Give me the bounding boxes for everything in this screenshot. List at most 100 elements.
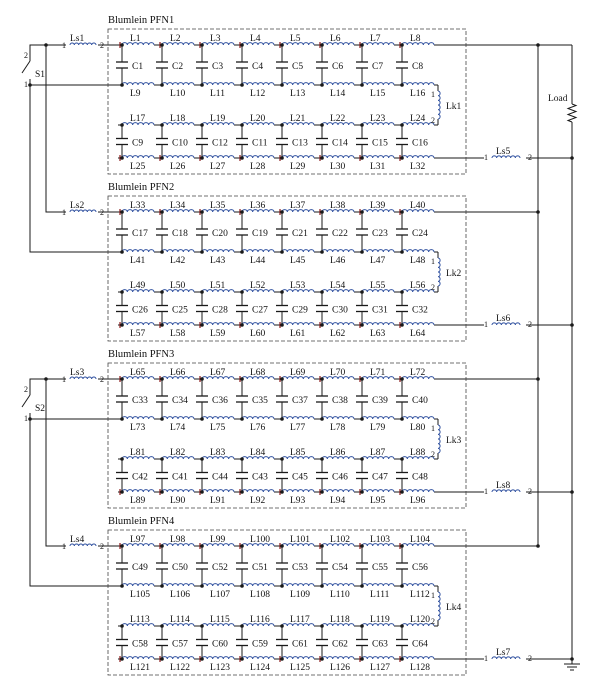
top-row-label: L40: [410, 201, 426, 211]
mid-row-label: L105: [130, 590, 150, 600]
capacitor-label: C47: [372, 473, 388, 483]
top-row-label: L5: [290, 34, 301, 44]
junction-dot: [280, 377, 284, 381]
mid-row-inductor: [241, 416, 275, 420]
lower-top-row-inductor: [401, 456, 435, 460]
switch-wire: [29, 85, 118, 253]
lower-top-row-label: L117: [290, 615, 310, 625]
junction-dot: [200, 290, 204, 294]
lower-top-row-label: L82: [170, 448, 186, 458]
top-row-inductor: [361, 376, 395, 380]
switch-label: S2: [35, 404, 45, 414]
top-row-inductor: [281, 209, 315, 213]
top-row-inductor: [281, 543, 315, 547]
pin-label: 2: [100, 41, 104, 50]
junction-dot: [400, 250, 404, 254]
junction-dot: [240, 156, 244, 160]
mid-row-label: L10: [170, 89, 186, 99]
output-inductor: [491, 322, 521, 326]
junction-dot: [120, 417, 124, 421]
switch-label: S1: [35, 70, 45, 80]
top-row-label: L4: [250, 34, 261, 44]
top-row-inductor: [121, 376, 155, 380]
mid-row-inductor: [401, 583, 435, 587]
capacitor-label: C45: [292, 473, 308, 483]
junction-dot: [240, 457, 244, 461]
lower-top-row-inductor: [321, 289, 355, 293]
capacitor-label: C6: [332, 62, 343, 72]
switch-pin-label: 2: [24, 51, 28, 60]
mid-row-inductor: [361, 249, 395, 253]
bottom-row-inductor: [281, 656, 315, 660]
junction-dot: [200, 377, 204, 381]
pin-label: 1: [484, 153, 488, 162]
bottom-row-label: L96: [410, 496, 426, 506]
pin-label: 2: [431, 617, 435, 626]
junction-dot: [400, 624, 404, 628]
mid-row-label: L9: [130, 89, 141, 99]
switch-blade: [21, 60, 31, 74]
junction-dot: [280, 83, 284, 87]
mid-row-inductor: [201, 416, 235, 420]
capacitor-label: C9: [132, 139, 143, 149]
top-row-label: L1: [130, 34, 141, 44]
lower-top-row-label: L51: [210, 281, 226, 291]
top-row-inductor: [361, 543, 395, 547]
bottom-row-label: L126: [330, 663, 350, 673]
bottom-row-label: L30: [330, 162, 346, 172]
bottom-row-inductor: [321, 322, 355, 326]
junction-dot: [160, 584, 164, 588]
switch-pin-label: 2: [24, 385, 28, 394]
top-row-inductor: [361, 209, 395, 213]
output-inductor-label: Ls6: [496, 314, 511, 324]
lower-top-row-inductor: [401, 122, 435, 126]
capacitor-label: C24: [412, 229, 428, 239]
bottom-row-inductor: [121, 322, 155, 326]
junction-dot: [240, 490, 244, 494]
junction-dot: [320, 417, 324, 421]
bottom-row-inductor: [401, 155, 435, 159]
junction-dot: [320, 43, 324, 47]
top-row-label: L33: [130, 201, 146, 211]
junction-dot: [360, 323, 364, 327]
junction-dot: [536, 544, 540, 548]
junction-dot: [570, 490, 574, 494]
capacitor-label: C16: [412, 139, 428, 149]
junction-dot: [120, 584, 124, 588]
junction-dot: [240, 584, 244, 588]
capacitor-label: C43: [252, 473, 268, 483]
junction-dot: [240, 323, 244, 327]
junction-dot: [160, 624, 164, 628]
junction-dot: [360, 417, 364, 421]
junction-dot: [200, 544, 204, 548]
mid-row-inductor: [401, 249, 435, 253]
pin-label: 1: [62, 375, 66, 384]
junction-dot: [120, 457, 124, 461]
bottom-row-inductor: [401, 656, 435, 660]
junction-dot: [200, 457, 204, 461]
mid-row-label: L13: [290, 89, 306, 99]
mid-row-inductor: [161, 416, 195, 420]
junction-dot: [160, 123, 164, 127]
mid-row-label: L48: [410, 256, 426, 266]
junction-dot: [120, 250, 124, 254]
bottom-row-inductor: [201, 489, 235, 493]
capacitor-label: C44: [212, 473, 228, 483]
lower-top-row-label: L24: [410, 114, 426, 124]
capacitor-label: C30: [332, 306, 348, 316]
capacitor-label: C42: [132, 473, 148, 483]
mid-row-inductor: [241, 82, 275, 86]
top-row-inductor: [401, 376, 435, 380]
top-row-inductor: [241, 209, 275, 213]
mid-row-label: L11: [210, 89, 225, 99]
junction-dot: [240, 123, 244, 127]
junction-dot: [570, 156, 574, 160]
junction-dot: [200, 490, 204, 494]
junction-dot: [360, 43, 364, 47]
junction-dot: [280, 584, 284, 588]
capacitor-label: C40: [412, 396, 428, 406]
bottom-row-inductor: [241, 155, 275, 159]
junction-dot: [120, 624, 124, 628]
junction-dot: [320, 377, 324, 381]
top-row-inductor: [161, 209, 195, 213]
